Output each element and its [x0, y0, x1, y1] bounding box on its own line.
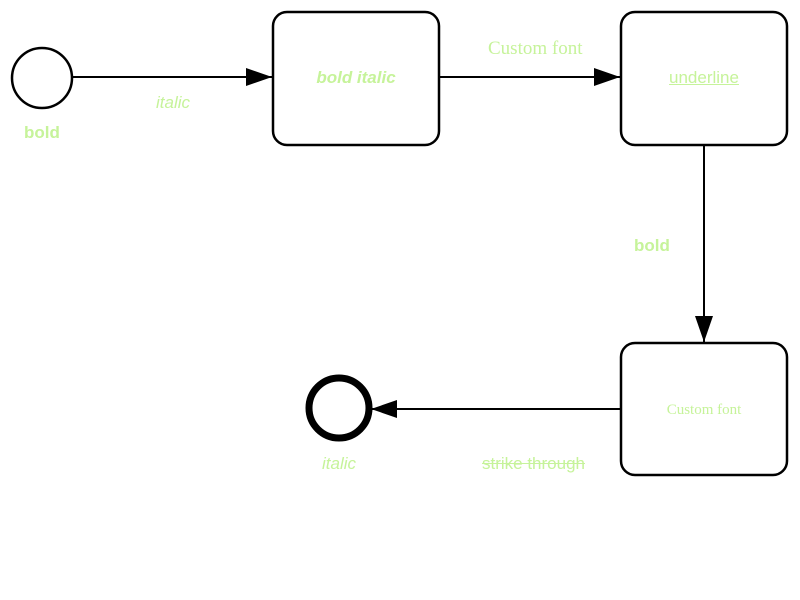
state-label-s3: Custom font: [666, 402, 742, 418]
state-node-custom-font[interactable]: [619, 341, 789, 477]
final-state-label: italic: [322, 454, 357, 473]
initial-state-node[interactable]: [10, 46, 74, 110]
state-node-underline[interactable]: [619, 10, 789, 147]
state-label-s1: bold italic: [316, 68, 396, 87]
state-label-s2: underline: [669, 68, 739, 87]
final-state-node[interactable]: [305, 374, 373, 442]
transition-label-s2-s3: bold: [634, 236, 670, 255]
transition-label-s1-s2: Custom font: [488, 38, 583, 59]
state-node-bold-italic[interactable]: [271, 10, 441, 147]
transition-label-s3-end: strike through: [482, 454, 585, 473]
initial-state-label: bold: [24, 123, 60, 142]
transition-label-start-s1: italic: [156, 93, 191, 112]
